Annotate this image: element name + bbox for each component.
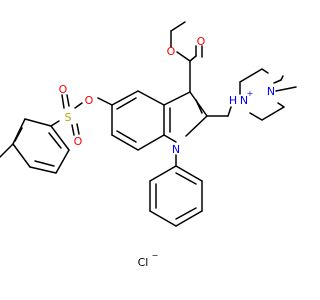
charge-minus: − (152, 251, 159, 260)
atom-oxygen-sulfonate-ether: O (85, 94, 94, 107)
charge-plus: + (247, 89, 254, 98)
atom-nitrogen-indole: N (172, 143, 180, 156)
chloride-ion: Cl (138, 256, 149, 269)
atom-labels: O O N H N + N O S O O Cl − (59, 35, 275, 269)
atom-sulfur: S (65, 111, 72, 124)
atom-oxygen-ester-carbonyl: O (197, 35, 206, 48)
atom-nitrogen-piperazine-methyl: N (267, 85, 275, 98)
structure-svg: O O N H N + N O S O O Cl − (0, 21, 297, 269)
atom-hydrogen-piperazine: H (229, 94, 237, 107)
atom-oxygen-sulfonyl-top: O (59, 83, 68, 96)
atom-oxygen-ester-ether: O (167, 45, 176, 58)
atom-oxygen-sulfonyl-bottom: O (74, 135, 83, 148)
molecule-diagram: O O N H N + N O S O O Cl − (0, 21, 297, 269)
atom-nitrogen-piperazine-protonated: N (240, 94, 248, 107)
bonds (0, 21, 297, 227)
